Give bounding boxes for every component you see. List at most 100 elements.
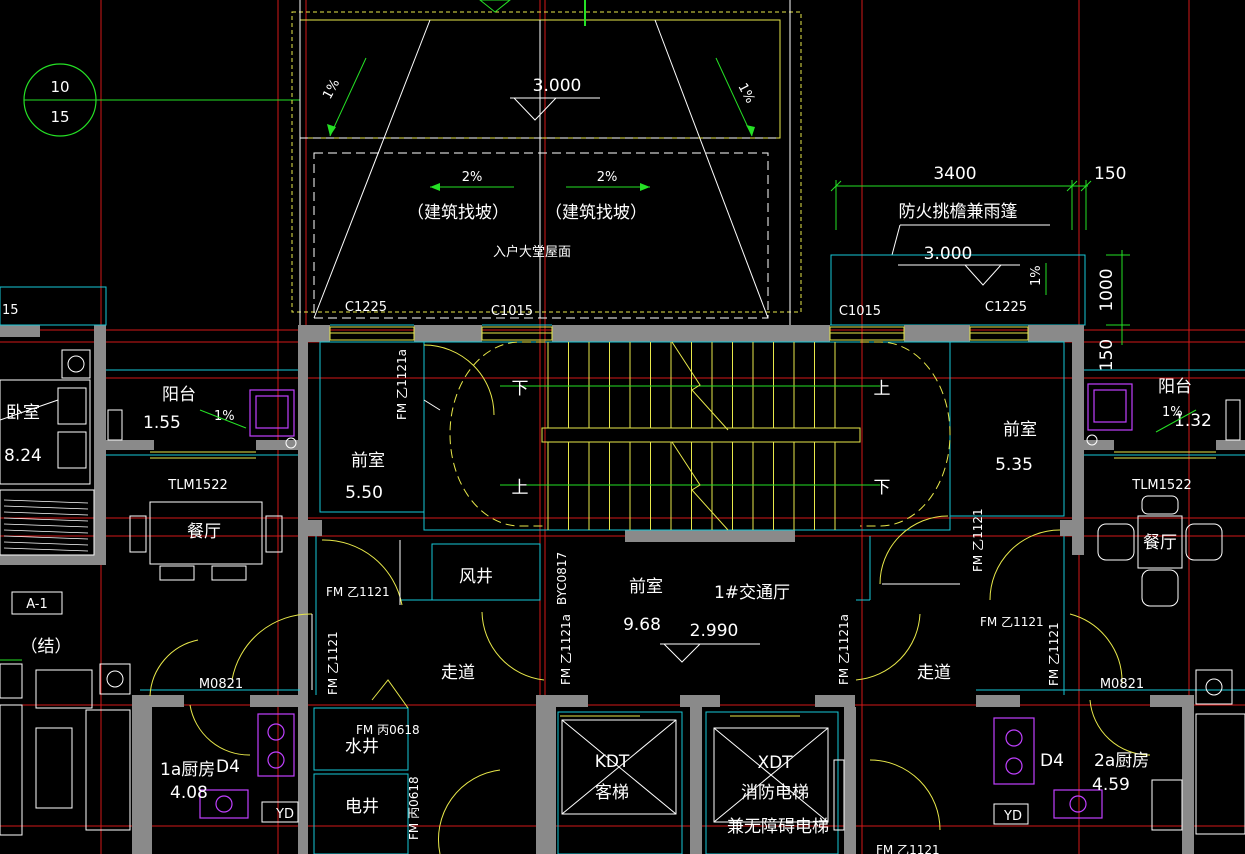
- stair-up-bottom: 上: [512, 478, 529, 498]
- wardrobe-hanger: [3, 511, 89, 516]
- stair-down-top: 下: [512, 379, 529, 399]
- balcony-right-name: 阳台: [1158, 377, 1192, 397]
- door-fm-corr-right-v: FM 乙1121: [1047, 622, 1061, 686]
- door-swings: [149, 344, 1151, 854]
- kitchen-left-yd: YD: [275, 807, 294, 822]
- door-fm-lobby-v-right: FM 乙1121a: [837, 614, 851, 685]
- door-fm-lobby-v-left: FM 乙1121a: [559, 614, 573, 685]
- kitchen-right-yd: YD: [1003, 809, 1022, 824]
- window-c1015-left: C1015: [491, 304, 533, 319]
- wardrobe-hanger: [3, 517, 89, 522]
- dining-left-name: 餐厅: [187, 522, 221, 542]
- elec-shaft-door: FM 丙0618: [407, 776, 421, 840]
- roof-name: 入户大堂屋面: [493, 244, 571, 260]
- door-fm-bottom: FM 乙1121: [876, 843, 940, 854]
- kitchen-right-area: 4.59: [1092, 775, 1130, 795]
- elevator-xdt-name2: 兼无障碍电梯: [727, 817, 829, 837]
- balcony-right-area: 1.32: [1174, 411, 1212, 431]
- wall-outlines: [0, 286, 1245, 854]
- wardrobe: [3, 499, 89, 552]
- balcony-left-area: 1.55: [143, 413, 181, 433]
- air-shaft-name: 风井: [459, 567, 493, 587]
- kitchen-left-area: 4.08: [170, 783, 208, 803]
- elevator-kdt-name: 客梯: [595, 783, 629, 803]
- bedroom-area: 8.24: [4, 446, 42, 466]
- fire-canopy-dim-side: 150: [1097, 339, 1117, 371]
- fire-canopy-dim-offset: 150: [1094, 164, 1126, 184]
- elevator-xdt-name: 消防电梯: [741, 783, 809, 803]
- wardrobe-hanger: [3, 547, 89, 552]
- water-shaft-door: FM 丙0618: [356, 723, 420, 737]
- front-room-right-area: 5.35: [995, 455, 1033, 475]
- balcony-left-name: 阳台: [162, 385, 196, 405]
- door-fm-lobby-left: FM 乙1121: [326, 585, 390, 599]
- canopy-elevation: 3.000: [533, 76, 582, 96]
- door-fm-front-left: FM 乙1121a: [395, 349, 409, 420]
- section-note: （结）: [21, 637, 72, 657]
- section-tag-box: [11, 591, 63, 615]
- section-tag: A-1: [26, 597, 48, 612]
- water-shaft-name: 水井: [345, 737, 379, 757]
- axis-bubble: 10 15: [23, 63, 300, 137]
- kitchen-right-fixture: D4: [1040, 751, 1064, 771]
- canopy-slope-right: 1%: [734, 81, 757, 106]
- wardrobe-hanger: [3, 541, 89, 546]
- corridor-right-name: 走道: [917, 663, 951, 683]
- door-fm-corr-right-h: FM 乙1121: [980, 615, 1044, 629]
- door-fm-corr-left: FM 乙1121: [326, 631, 340, 695]
- balcony-right-slope: 1%: [1162, 405, 1183, 420]
- fire-canopy-slope: 1%: [1029, 265, 1044, 286]
- window-edge-left: 15: [2, 303, 19, 318]
- entrance-canopy: 3.000 1% 1% 2% 2% （建筑找坡） （建筑找坡） 入户大堂屋面: [291, 0, 802, 330]
- roof-slope-left: 2%: [462, 170, 483, 185]
- bedroom-name: 卧室: [6, 403, 40, 423]
- kitchen-left-fixture: D4: [216, 757, 240, 777]
- dining-right-door: TLM1522: [1131, 478, 1191, 493]
- axis-bubble-top: 10: [50, 78, 69, 96]
- window-c1225-right: C1225: [985, 300, 1027, 315]
- roof-slope-right: 2%: [597, 170, 618, 185]
- window-c1225-left: C1225: [345, 300, 387, 315]
- furniture: [0, 349, 1245, 836]
- wardrobe-hanger: [3, 499, 89, 504]
- canopy-slope-left: 1%: [320, 77, 343, 102]
- dining-right-name: 餐厅: [1143, 533, 1177, 553]
- wardrobe-hanger: [3, 505, 89, 510]
- fire-canopy-dim-height: 1000: [1097, 268, 1117, 311]
- front-room-left-name: 前室: [351, 451, 385, 471]
- windows: C1225 C1015 C1015 C1225 15: [2, 300, 1216, 717]
- door-fm-front-right: FM 乙1121: [971, 508, 985, 572]
- elevator-kdt-code: KDT: [595, 752, 630, 772]
- door-m0821-right: M0821: [1100, 677, 1144, 692]
- corridor-left-name: 走道: [441, 663, 475, 683]
- roof-note-left: （建筑找坡）: [407, 203, 509, 223]
- lobby-area: 9.68: [623, 615, 661, 635]
- fire-canopy-elevation: 3.000: [924, 244, 973, 264]
- lobby-hall: 1#交通厅: [714, 583, 790, 603]
- wardrobe-hanger: [3, 523, 89, 528]
- wardrobe-hanger: [3, 529, 89, 534]
- staircase: 下 上 上 下: [449, 341, 951, 531]
- fire-canopy-name: 防火挑檐兼雨篷: [899, 202, 1018, 222]
- stair-up-top: 上: [874, 379, 891, 399]
- roof-note-right: （建筑找坡）: [545, 203, 647, 223]
- elevators: KDT 客梯 XDT 消防电梯 兼无障碍电梯: [561, 719, 845, 837]
- window-c1015-right: C1015: [839, 304, 881, 319]
- balcony-left-slope: 1%: [214, 409, 235, 424]
- wardrobe-hanger: [3, 535, 89, 540]
- front-room-left-area: 5.50: [345, 483, 383, 503]
- room-labels: 卧室 8.24 阳台 1.55 1% TLM1522 餐厅 前室 5.50 FM…: [0, 349, 1212, 854]
- door-byc: BYC0817: [555, 552, 569, 605]
- lobby-name: 前室: [629, 577, 663, 597]
- stair-treads: [547, 342, 836, 530]
- stair-down-bottom: 下: [874, 478, 891, 498]
- lobby-elevation: 2.990: [690, 621, 739, 641]
- dining-left-door: TLM1522: [167, 478, 227, 493]
- kitchen-left-name: 1a厨房: [160, 760, 215, 780]
- axis-bubble-bottom: 15: [50, 108, 69, 126]
- walls: [0, 325, 1245, 854]
- elec-shaft-name: 电井: [345, 797, 379, 817]
- front-room-right-name: 前室: [1003, 420, 1037, 440]
